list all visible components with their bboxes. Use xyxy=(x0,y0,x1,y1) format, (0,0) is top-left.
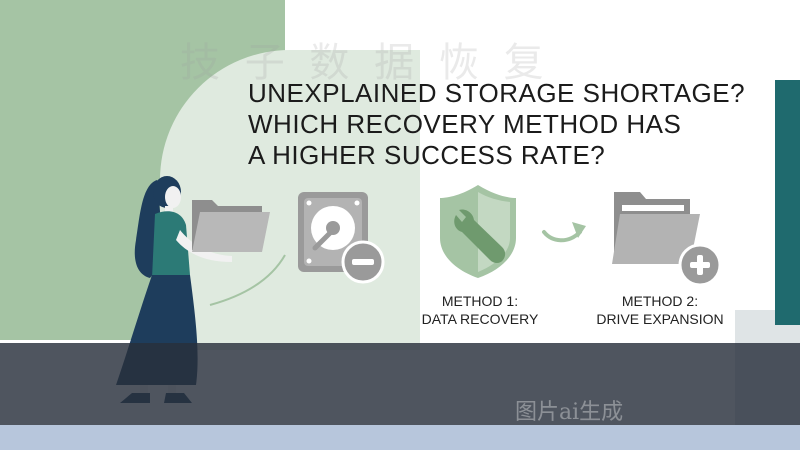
headline-line-2: WHICH RECOVERY METHOD HAS xyxy=(248,109,682,139)
headline: UNEXPLAINED STORAGE SHORTAGE? WHICH RECO… xyxy=(248,78,768,171)
headline-line-1: UNEXPLAINED STORAGE SHORTAGE? xyxy=(248,78,746,108)
method-2-name: DRIVE EXPANSION xyxy=(596,311,724,327)
method-1-label: METHOD 1: DATA RECOVERY xyxy=(405,292,555,328)
teal-accent-bar xyxy=(775,80,800,325)
caption-text: 图片ai生成 xyxy=(515,400,624,425)
method-2-title: METHOD 2: xyxy=(621,293,699,309)
background-blue-strip xyxy=(0,425,800,450)
method-2-label: METHOD 2: DRIVE EXPANSION xyxy=(585,292,735,328)
caption-overlay-band xyxy=(0,343,800,425)
shield-wrench-icon xyxy=(440,185,516,278)
curved-arrow-icon xyxy=(542,222,586,243)
folder-icon xyxy=(612,192,700,264)
folder-icon xyxy=(192,200,270,252)
decorative-curve xyxy=(209,254,286,306)
watermark-text: 技 子 数 据 恢 复 xyxy=(180,40,550,86)
plus-icon xyxy=(678,243,722,287)
method-1-name: DATA RECOVERY xyxy=(421,311,539,327)
minus-icon xyxy=(341,240,385,284)
headline-line-3: A HIGHER SUCCESS RATE? xyxy=(248,140,606,170)
method-1-title: METHOD 1: xyxy=(441,293,519,309)
